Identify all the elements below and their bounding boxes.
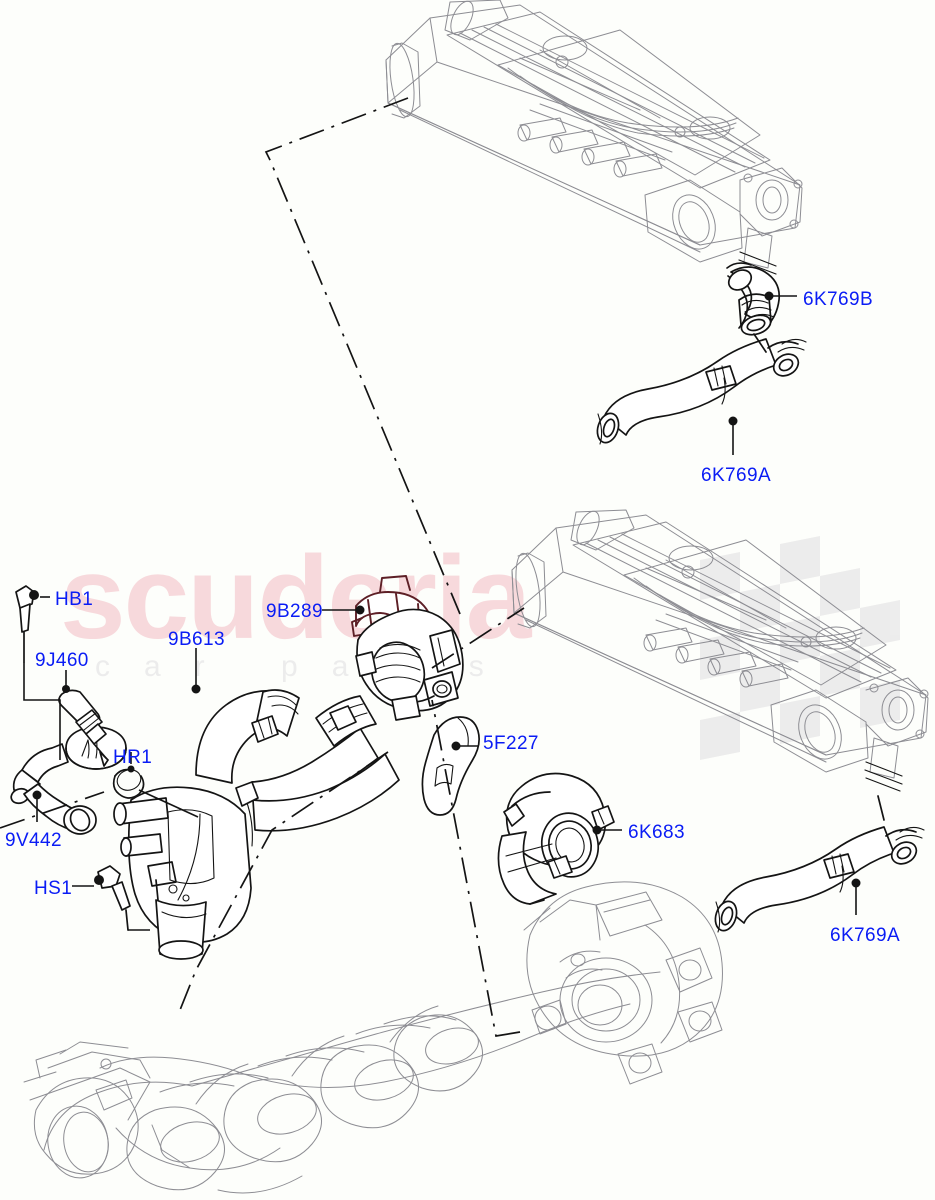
temperature-sensor [58,685,109,767]
air-intake-duct [113,689,400,960]
part-label-6K769A-lower[interactable]: 6K769A [830,925,901,946]
part-label-9B289[interactable]: 9B289 [266,601,323,622]
intercooler-hose-lower-assembly [714,795,925,933]
rubber-elbow-hose [421,716,480,816]
o-ring-seal [112,765,145,799]
intercooler-hose-upper-assembly [596,262,807,445]
intake-manifold-supercharger-top [385,0,803,282]
part-label-HS1[interactable]: HS1 [34,878,73,899]
watermark-checkered-flag-icon [700,536,900,760]
part-label-9J460[interactable]: 9J460 [35,650,89,671]
part-label-HB1[interactable]: HB1 [55,589,94,610]
intake-manifold-supercharger-mid [511,509,929,792]
bolt-upper [15,585,39,663]
breather-pipe [10,726,127,835]
part-label-5F227[interactable]: 5F227 [483,733,539,754]
part-label-9V442[interactable]: 9V442 [5,830,62,851]
supercharger-coupling [351,575,464,721]
exhaust-manifold [23,971,661,1194]
part-label-6K769B[interactable]: 6K769B [803,289,874,310]
bolt-lower [94,865,131,931]
assembly-reference-lines [0,97,525,1037]
part-label-HR1[interactable]: HR1 [113,747,153,768]
supercharger-inlet-duct [497,772,615,905]
part-label-6K769A-upper[interactable]: 6K769A [701,465,772,486]
part-label-6K683[interactable]: 6K683 [628,822,685,843]
part-label-9B613[interactable]: 9B613 [168,629,225,650]
label-leader-lines [23,291,861,931]
water-pump-housing [523,881,723,1085]
